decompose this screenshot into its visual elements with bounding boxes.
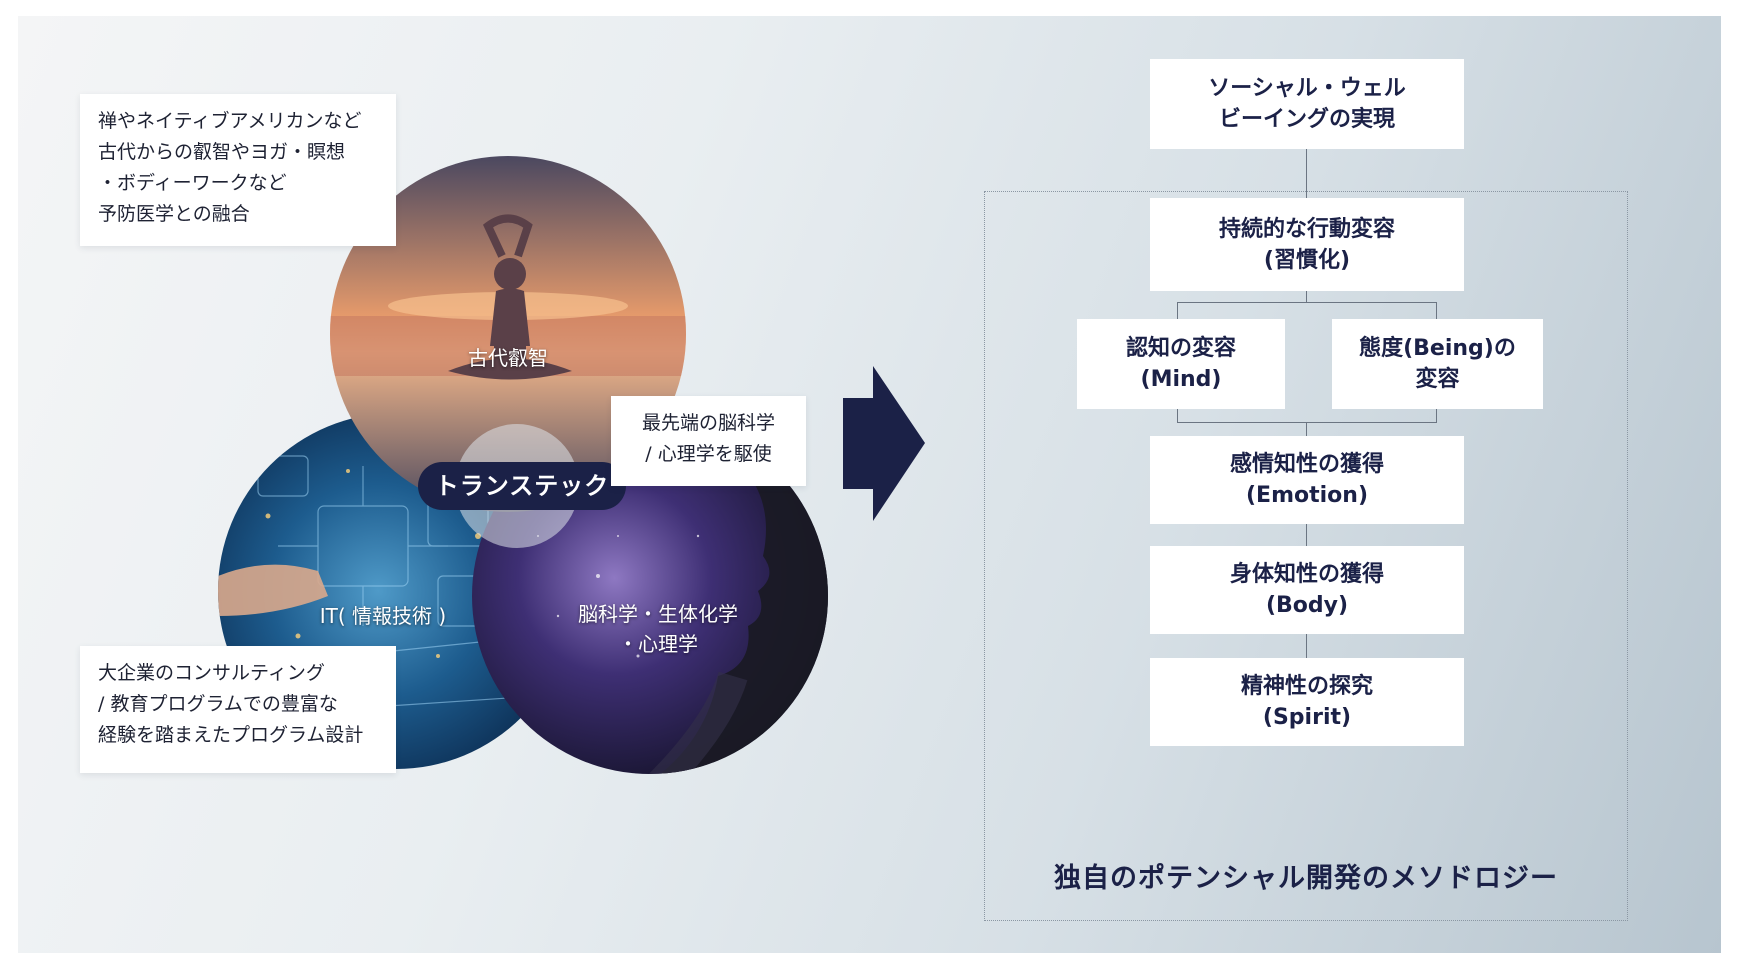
box-behavior-change: 持続的な行動変容 (習慣化) — [1150, 198, 1464, 291]
connector — [1306, 524, 1307, 546]
center-label-transtech: トランステック — [418, 462, 626, 510]
connector — [1306, 634, 1307, 658]
connector — [1306, 422, 1307, 436]
methodology-title: 独自のポテンシャル開発のメソドロジー — [1054, 863, 1558, 894]
note-it-consulting: 大企業のコンサルティング / 教育プログラムでの豊富な 経験を踏まえたプログラム… — [80, 646, 396, 773]
box-spirit: 精神性の探究 (Spirit) — [1150, 658, 1464, 746]
note-ancient-wisdom: 禅やネイティブアメリカンなど 古代からの叡智やヨガ・瞑想 ・ボディーワークなど … — [80, 94, 396, 246]
connector — [1177, 302, 1178, 319]
ancient-circle — [330, 156, 686, 512]
connector — [1177, 409, 1178, 423]
note-brain-science: 最先端の脳科学 / 心理学を駆使 — [611, 396, 806, 486]
box-emotion: 感情知性の獲得 (Emotion) — [1150, 436, 1464, 524]
connector — [1306, 291, 1307, 303]
connector — [1177, 302, 1436, 303]
box-body: 身体知性の獲得 (Body) — [1150, 546, 1464, 634]
connector — [1436, 302, 1437, 319]
box-social-wellbeing: ソーシャル・ウェル ビーイングの実現 — [1150, 59, 1464, 149]
it-circle-label: IT( 情報技術 ) — [319, 604, 447, 628]
right-arrow-icon — [843, 366, 925, 521]
box-being: 態度(Being)の 変容 — [1332, 319, 1543, 409]
box-mind: 認知の変容 (Mind) — [1077, 319, 1285, 409]
ancient-circle-label: 古代叡智 — [468, 346, 548, 370]
connector — [1306, 149, 1307, 198]
connector — [1436, 409, 1437, 423]
slide: 古代叡智 IT( 情報技術 ) 脳科学・生体化学 ・心理学 トランステック 禅や… — [18, 16, 1721, 953]
brain-circle-label: 脳科学・生体化学 ・心理学 — [578, 602, 738, 656]
